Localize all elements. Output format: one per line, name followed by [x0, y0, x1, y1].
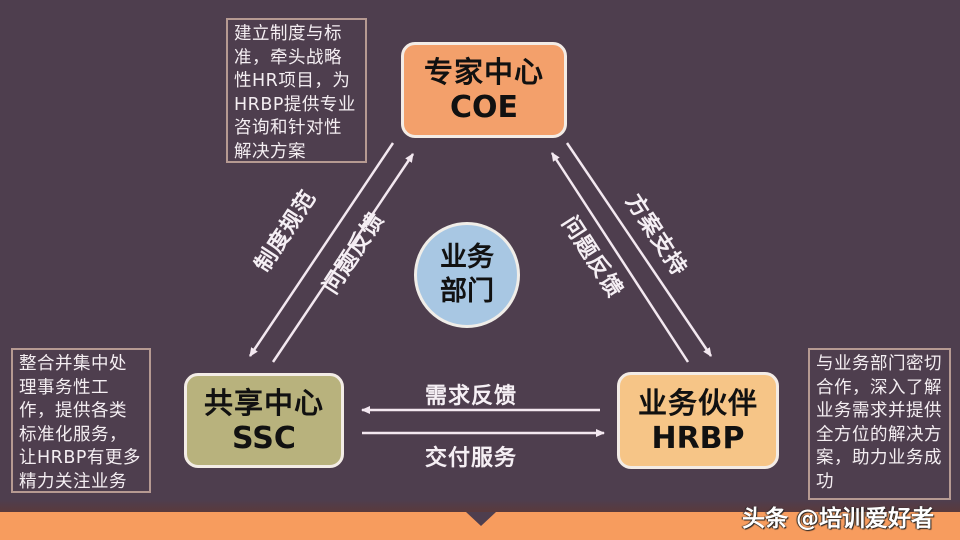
watermark: 头条 @培训爱好者 — [742, 506, 935, 532]
hrbp-node-cn-label: 业务伙伴 — [637, 385, 758, 420]
center-label-line1: 业务 — [440, 242, 494, 273]
ssc-description-box: 整合并集中处理事务性工作，提供各类标准化服务，让HRBP有更多精力关注业务 — [11, 348, 151, 493]
arrow-coe-to-hrbp — [565, 142, 713, 357]
arrow-coe-to-ssc — [248, 142, 395, 357]
ssc-node-cn-label: 共享中心 — [203, 385, 324, 420]
hrbp-node: 业务伙伴 HRBP — [617, 372, 779, 469]
coe-node-en-label: COE — [449, 90, 518, 125]
edge-label-ssc-to-hrbp: 交付服务 — [425, 446, 518, 471]
business-department-circle: 业务 部门 — [414, 222, 520, 328]
coe-node-cn-label: 专家中心 — [423, 55, 544, 89]
center-label-line2: 部门 — [440, 276, 494, 307]
edge-label-hrbp-to-ssc: 需求反馈 — [425, 384, 518, 409]
footer-shadow — [0, 500, 960, 512]
coe-node: 专家中心 COE — [401, 42, 567, 138]
ssc-node: 共享中心 SSC — [184, 373, 344, 468]
hrbp-description-box: 与业务部门密切合作，深入了解业务需求并提供全方位的解决方案，助力业务成功 — [808, 348, 951, 500]
arrow-hrbp-to-coe — [550, 152, 690, 363]
coe-description-box: 建立制度与标准，牵头战略性HR项目，为HRBP提供专业咨询和针对性解决方案 — [226, 18, 367, 163]
hrbp-node-en-label: HRBP — [651, 420, 745, 456]
arrow-ssc-to-coe — [271, 153, 415, 363]
footer-notch-triangle — [466, 512, 496, 526]
ssc-node-en-label: SSC — [232, 420, 296, 456]
